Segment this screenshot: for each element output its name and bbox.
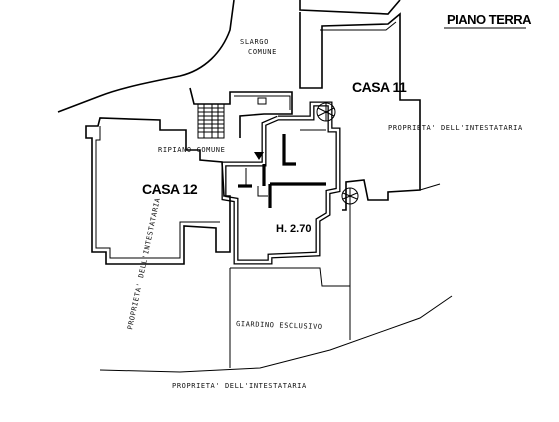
casa12-inner <box>95 126 220 259</box>
landing-outline <box>189 87 293 138</box>
entrance-arrow-icon <box>254 152 264 160</box>
landing-inner <box>234 95 291 110</box>
casa11-label: CASA 11 <box>352 79 407 95</box>
height-label: H. 2.70 <box>276 223 311 235</box>
plan-title: PIANO TERRA <box>447 12 532 27</box>
property-line-top <box>299 0 401 15</box>
casa11-inner-wall <box>320 21 397 31</box>
casa12-outline <box>85 117 231 265</box>
property-line-right <box>419 183 441 191</box>
slargo-label: SLARGO <box>240 38 269 46</box>
casa11-outline <box>299 12 421 211</box>
courtyard-curve-wall <box>57 0 235 113</box>
utility-marker <box>257 97 267 105</box>
interior-wall-4 <box>282 134 296 166</box>
plant-icon <box>316 102 336 122</box>
property-bottom-label: PROPRIETA' DELL'INTESTATARIA <box>172 382 307 390</box>
comune-label: COMUNE <box>248 48 277 56</box>
unit-outer-wall-inner <box>222 102 340 264</box>
ripiano-label: RIPIANO COMUNE <box>158 146 225 154</box>
property-right-label: PROPRIETA' DELL'INTESTATARIA <box>388 124 523 132</box>
property-slope-line <box>99 295 453 373</box>
interior-wall-8 <box>257 186 268 197</box>
staircase <box>197 103 225 139</box>
plant-icon <box>341 187 359 205</box>
garden-fence <box>230 267 350 287</box>
garden-label: GIARDINO ESCLUSIVO <box>236 320 323 331</box>
casa12-label: CASA 12 <box>142 181 198 197</box>
